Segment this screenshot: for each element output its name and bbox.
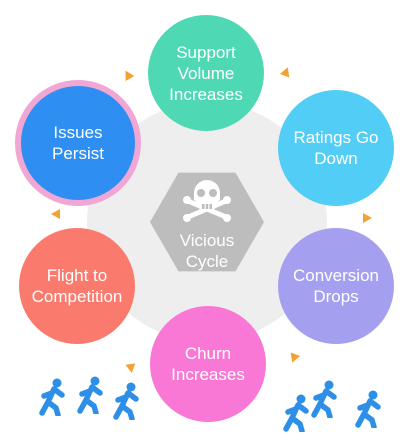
node-label: Issues Persist [52,123,104,163]
cycle-arrow [125,363,136,373]
cycle-arrow [363,213,372,223]
cycle-arrow [290,352,301,363]
node-ratings-go-down: Ratings Go Down [278,90,394,206]
node-label: Ratings Go Down [293,128,379,168]
node-label: Churn Increases [171,344,245,384]
running-person-icon [355,390,381,428]
cycle-arrows [51,67,372,373]
running-person-icon [311,380,337,418]
node-label: Support Volume Increases [169,42,243,104]
node-label: Conversion Drops [293,266,379,306]
cycle-arrow [125,70,135,81]
node-conversion-drops: Conversion Drops [278,228,394,344]
running-person-icon [283,394,309,432]
running-person-icon [77,376,103,414]
node-flight-to-competition: Flight to Competition [19,228,135,344]
running-person-icon [113,382,139,420]
node-label: Flight to Competition [31,266,123,306]
center-label: Vicious Cycle [179,231,235,271]
node-churn-increases: Churn Increases [150,306,266,422]
node-support-volume-increases: Support Volume Increases [148,15,264,131]
cycle-arrow [279,67,290,78]
skull-crossbones-icon [183,180,231,222]
center-hexagon [150,172,264,272]
cycle-arrow [51,209,60,219]
node-issues-persist: Issues Persist [15,80,141,206]
running-person-icon [39,378,65,416]
